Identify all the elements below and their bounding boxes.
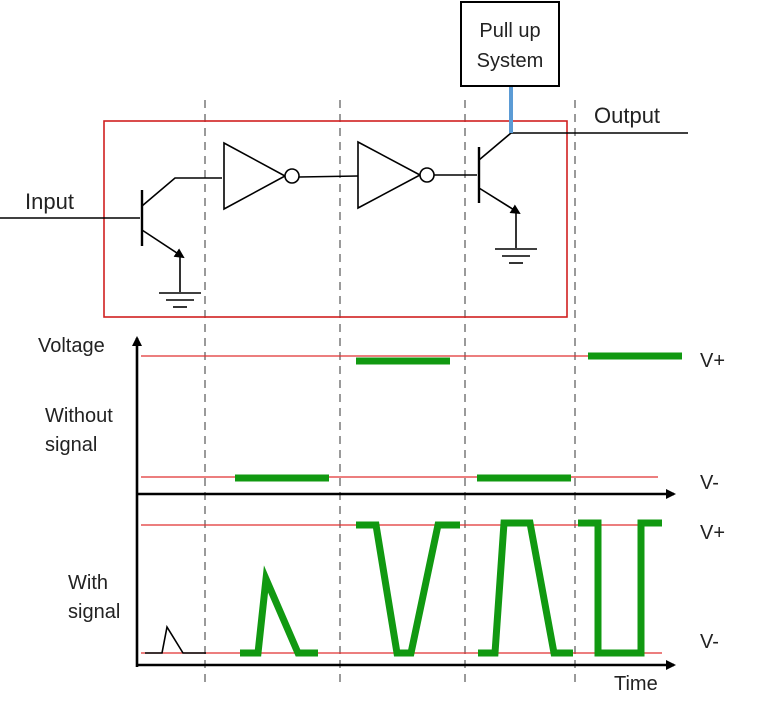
transistor-2-emitter [478, 187, 521, 215]
circuit-box [103, 120, 568, 318]
pullup-label-line1: Pull up [479, 20, 540, 42]
with-output-wave [578, 519, 662, 657]
circuit: Pull up System Input Output [0, 1, 688, 318]
pullup-box [460, 1, 560, 87]
vminus-top-label: V- [700, 472, 719, 494]
transistor-1-emitter [141, 229, 185, 259]
input-label: Input [25, 189, 74, 214]
stage-dividers [204, 100, 576, 688]
vminus-bottom-label: V- [700, 631, 719, 653]
with-stage-2-pulse [240, 565, 318, 657]
without-signal-label-line1: Without [45, 405, 113, 427]
with-stage-3-wave [356, 521, 460, 657]
with-signal-label-line1: With [68, 572, 108, 594]
without-signal-waveform [235, 352, 682, 482]
without-signal-label-line2: signal [45, 434, 97, 456]
output-label: Output [594, 103, 660, 128]
with-signal-label-line2: signal [68, 601, 120, 623]
vplus-bottom-label: V+ [700, 522, 725, 544]
with-signal-waveform [145, 519, 662, 657]
ground-2-icon [495, 248, 537, 264]
inverter-2-icon [357, 140, 435, 210]
inverter-1-icon [223, 141, 300, 211]
pullup-label-line2: System [477, 50, 544, 72]
transistor-2-collector [478, 132, 512, 161]
vplus-top-label: V+ [700, 350, 725, 372]
transistor-1-collector [141, 177, 222, 207]
ground-1-icon [159, 292, 201, 308]
input-pulse [145, 624, 206, 654]
voltage-label: Voltage [38, 335, 105, 357]
time-label: Time [614, 673, 658, 695]
signal-plot: Voltage Without signal With signal V+ V-… [38, 335, 725, 695]
with-stage-4-wave [478, 519, 573, 657]
inverter-link-wire [298, 175, 359, 178]
